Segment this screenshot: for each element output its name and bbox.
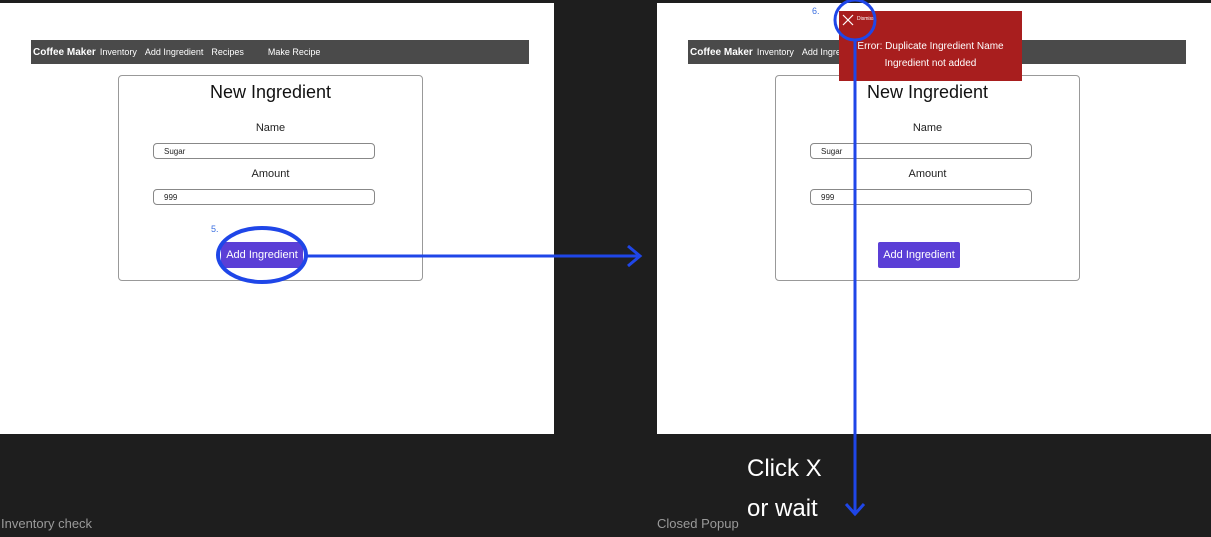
navbar: Coffee Maker Inventory Add Ingredient Re… (31, 40, 529, 64)
brand-logo[interactable]: Coffee Maker (33, 46, 96, 58)
name-input[interactable]: Sugar (810, 143, 1032, 159)
name-label: Name (255, 122, 286, 134)
error-detail: Ingredient not added (884, 58, 977, 69)
down-arrow-head (844, 502, 866, 517)
add-ingredient-button[interactable]: Add Ingredient (878, 242, 960, 268)
name-label: Name (912, 122, 943, 134)
card-title: New Ingredient (209, 82, 332, 102)
nav-inventory[interactable]: Inventory (99, 47, 137, 57)
step-number-5: 5. (211, 224, 219, 234)
instruction-text: or wait (747, 495, 818, 522)
dismiss-label[interactable]: Dismiss (857, 16, 875, 22)
nav-add-ingredient[interactable]: Add Ingre (801, 47, 841, 57)
flow-arrow-head (627, 244, 643, 268)
amount-label: Amount (908, 168, 947, 180)
close-icon[interactable] (841, 13, 855, 27)
amount-input[interactable]: 999 (810, 189, 1032, 205)
new-ingredient-card: New Ingredient Name Sugar Amount 999 5. … (118, 75, 423, 281)
amount-label: Amount (251, 168, 290, 180)
amount-input[interactable]: 999 (153, 189, 375, 205)
inventory-check-frame: Coffee Maker Inventory Add Ingredient Re… (0, 3, 554, 434)
error-message: Error: Duplicate Ingredient Name (857, 41, 1004, 52)
new-ingredient-card: New Ingredient Name Sugar Amount 999 Add… (775, 75, 1080, 281)
nav-make-recipe[interactable]: Make Recipe (267, 47, 321, 57)
nav-add-ingredient[interactable]: Add Ingredient (144, 47, 204, 57)
add-ingredient-button[interactable]: Add Ingredient (221, 242, 303, 268)
caption-left: Inventory check (1, 516, 93, 531)
nav-inventory[interactable]: Inventory (756, 47, 794, 57)
step-number-6: 6. (812, 6, 820, 16)
caption-right: Closed Popup (657, 516, 739, 531)
card-title: New Ingredient (866, 82, 989, 102)
nav-recipes[interactable]: Recipes (211, 47, 244, 57)
instruction-text: Click X (747, 455, 822, 482)
name-input[interactable]: Sugar (153, 143, 375, 159)
error-toast: Dismiss Error: Duplicate Ingredient Name… (839, 11, 1022, 81)
brand-logo[interactable]: Coffee Maker (690, 46, 753, 58)
